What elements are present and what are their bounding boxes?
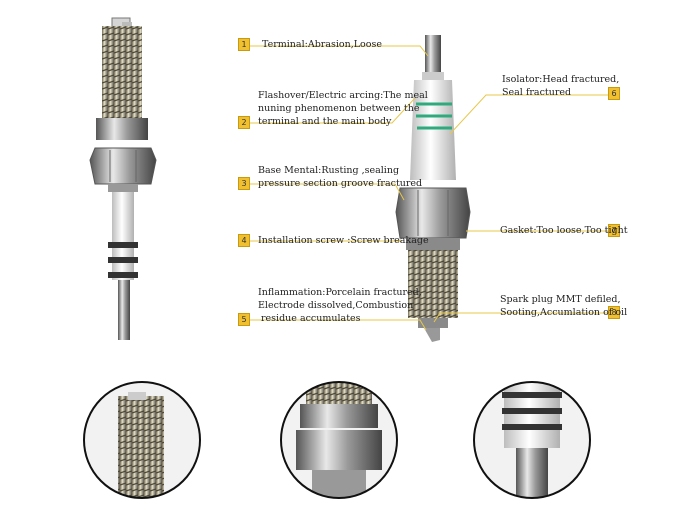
callout-badge-8: 8 (608, 306, 620, 319)
callout-line: Terminal:Abrasion,Loose (262, 39, 382, 50)
callout-line: Base Mental:Rusting ,sealing (258, 165, 400, 176)
callout-text-5: Inflammation:Porcelain fractured, Electr… (258, 286, 422, 325)
callout-badge-7: 7 (608, 224, 620, 237)
callout-text-8: Spark plug MMT defiled, Sooting,Accumlat… (500, 293, 627, 319)
callout-line: Electrode dissolved,Combustion (258, 300, 414, 311)
callout-line: Spark plug MMT defiled, (500, 294, 621, 305)
callout-line: Sooting,Accumlation of oil (500, 307, 628, 318)
callout-line: Gasket:Too loose,Too tight (500, 225, 628, 236)
callout-text-2: Flashover/Electric arcing:The meal nunin… (258, 89, 428, 128)
callout-line: residue accumulates (258, 313, 361, 324)
callout-badge-3: 3 (238, 177, 250, 190)
callout-line: Flashover/Electric arcing:The meal (258, 90, 428, 101)
callout-line: Installation screw :Screw breakage (258, 235, 429, 246)
closeup-hex (280, 381, 398, 499)
callout-text-7: Gasket:Too loose,Too tight (500, 224, 628, 237)
callout-badge-2: 2 (238, 116, 250, 129)
callout-text-1: Terminal:Abrasion,Loose (262, 38, 382, 51)
callout-text-3: Base Mental:Rusting ,sealing pressure se… (258, 164, 422, 190)
callout-line: pressure section groove fractured (258, 178, 423, 189)
callout-text-6: Isolator:Head fractured, Seal fractured (502, 73, 619, 99)
closeup-insulator (473, 381, 591, 499)
callout-badge-5: 5 (238, 313, 250, 326)
callout-badge-4: 4 (238, 234, 250, 247)
callout-badge-1: 1 (238, 38, 250, 51)
callout-line: Inflammation:Porcelain fractured, (258, 287, 422, 298)
callout-line: Seal fractured (502, 87, 572, 98)
spark-plug-center (395, 35, 471, 342)
callout-line: nuning phenomenon between the (258, 103, 420, 114)
spark-plug-left (89, 17, 157, 340)
callout-line: terminal and the main body (258, 116, 392, 127)
callout-text-4: Installation screw :Screw breakage (258, 234, 429, 247)
closeup-electrode (83, 381, 201, 499)
callout-line: Isolator:Head fractured, (502, 74, 620, 85)
leader-lines (250, 45, 612, 331)
callout-badge-6: 6 (608, 87, 620, 100)
